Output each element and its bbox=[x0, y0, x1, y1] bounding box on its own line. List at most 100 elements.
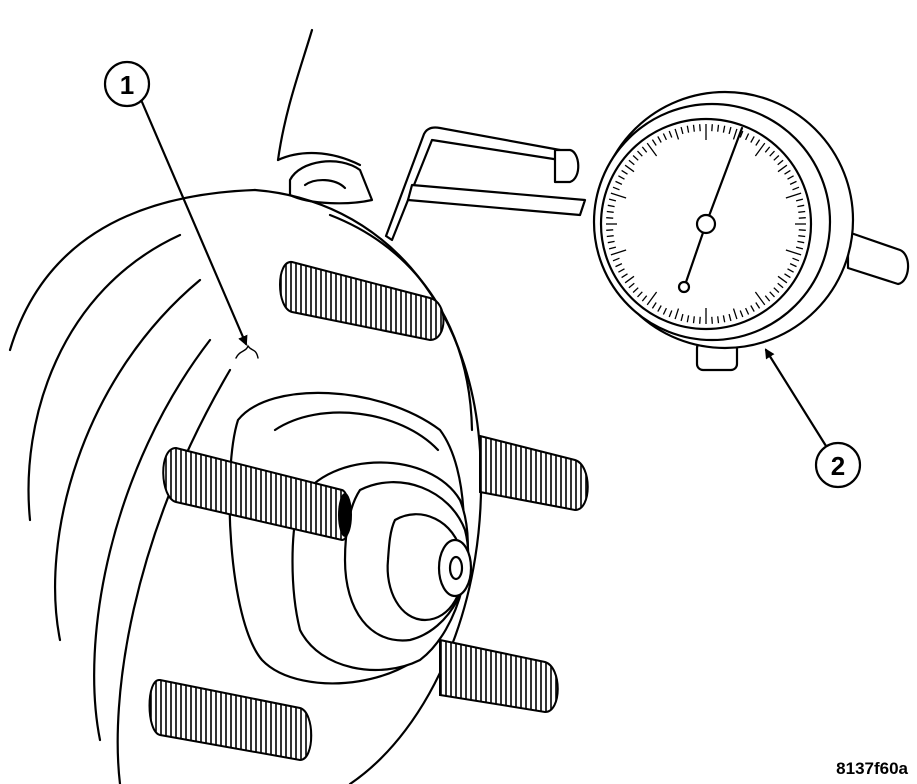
dial-tick bbox=[641, 146, 648, 153]
dial-tick bbox=[618, 268, 625, 273]
dial-tick bbox=[777, 282, 784, 289]
steering-knuckle bbox=[276, 28, 374, 205]
dial-tick bbox=[722, 125, 726, 133]
dial-tick bbox=[674, 308, 680, 320]
dial-tick bbox=[692, 316, 695, 324]
dial-tick bbox=[722, 315, 726, 323]
dial-tick bbox=[787, 268, 794, 273]
dial-tick bbox=[797, 240, 805, 244]
dial-tick bbox=[732, 128, 738, 140]
dial-tick bbox=[624, 275, 635, 284]
dial-tick bbox=[668, 130, 673, 138]
dial-tick bbox=[789, 180, 797, 185]
dial-tick bbox=[777, 159, 784, 166]
dial-tick bbox=[615, 263, 623, 268]
dial-tick bbox=[686, 315, 690, 323]
dial-tick bbox=[717, 124, 720, 132]
wheel-stud bbox=[439, 638, 559, 714]
dial-tick bbox=[792, 186, 800, 191]
dial-tick bbox=[610, 249, 627, 256]
dial-tick bbox=[798, 217, 806, 219]
dial-tick bbox=[769, 291, 775, 298]
dial-tick bbox=[646, 291, 658, 306]
dial-tick bbox=[750, 305, 755, 312]
dial-tick bbox=[777, 164, 788, 173]
dial-tick bbox=[764, 146, 771, 153]
dial-tick bbox=[699, 316, 701, 324]
dial-tick bbox=[608, 198, 617, 202]
dial-tick bbox=[615, 180, 623, 185]
dial-tick bbox=[784, 169, 791, 175]
dial-tick bbox=[798, 229, 806, 231]
dial-tick bbox=[606, 210, 614, 213]
dial-indicator bbox=[592, 90, 910, 372]
dial-scale-ticks bbox=[606, 124, 806, 324]
dial-tick bbox=[755, 139, 761, 146]
dial-tick bbox=[637, 291, 643, 298]
dial-tick bbox=[769, 150, 775, 157]
dial-tick bbox=[628, 159, 635, 166]
dial-tick bbox=[641, 295, 648, 302]
wheel-stud bbox=[279, 261, 445, 342]
dial-tick bbox=[711, 316, 713, 324]
dial-tick bbox=[607, 240, 615, 244]
dial-tick bbox=[795, 198, 804, 202]
dial-tick bbox=[606, 235, 614, 238]
dial-tick bbox=[632, 287, 639, 293]
dial-tick bbox=[618, 175, 625, 180]
dial-tick bbox=[739, 130, 744, 138]
wheel-stud bbox=[479, 434, 589, 512]
dial-tick bbox=[608, 246, 617, 250]
dial-tick bbox=[754, 142, 766, 157]
callout-1-label: 1 bbox=[120, 70, 134, 100]
dial-tick bbox=[657, 136, 662, 143]
callout-1: 1 bbox=[103, 60, 248, 346]
dial-tick bbox=[699, 124, 701, 132]
dial-tick bbox=[646, 142, 658, 157]
dial-tick bbox=[628, 282, 635, 289]
dial-tick bbox=[745, 307, 750, 315]
dial-tick bbox=[739, 310, 744, 318]
dial-tick bbox=[674, 128, 680, 140]
dial-tick bbox=[797, 204, 805, 208]
dial-tick bbox=[680, 126, 684, 135]
wheel-stud bbox=[148, 679, 313, 762]
dial-tick bbox=[717, 316, 720, 324]
dial-tick bbox=[692, 124, 695, 132]
dial-tick bbox=[732, 308, 738, 320]
dial-tick bbox=[785, 192, 802, 199]
dial-tick bbox=[773, 287, 780, 293]
dial-tick bbox=[607, 204, 615, 208]
dial-tick bbox=[789, 263, 797, 268]
wheel-stud bbox=[162, 446, 352, 542]
dial-tick bbox=[754, 291, 766, 306]
dial-tick bbox=[606, 217, 614, 219]
dial-tick bbox=[773, 155, 780, 161]
dial-tick bbox=[750, 136, 755, 143]
dial-tick bbox=[680, 313, 684, 322]
dial-tick bbox=[711, 124, 713, 132]
dial-tick bbox=[755, 302, 761, 309]
dial-tick bbox=[637, 150, 643, 157]
dial-tick bbox=[621, 273, 628, 279]
dial-indicator-arm bbox=[384, 126, 587, 242]
dial-tick bbox=[798, 235, 806, 238]
dial-tick bbox=[621, 169, 628, 175]
dial-tick bbox=[792, 257, 800, 262]
dial-tick bbox=[798, 210, 806, 213]
dial-tick bbox=[612, 257, 620, 262]
dial-tick bbox=[785, 249, 802, 256]
hub-assembly bbox=[228, 391, 473, 685]
dial-tick bbox=[657, 305, 662, 312]
figure-reference: 8137f60a bbox=[836, 759, 908, 778]
dial-tick bbox=[668, 310, 673, 318]
dial-tick bbox=[784, 273, 791, 279]
dial-tick bbox=[612, 186, 620, 191]
dial-tick bbox=[787, 175, 794, 180]
dial-tick bbox=[610, 192, 627, 199]
dial-tick bbox=[651, 139, 657, 146]
dial-tick bbox=[651, 302, 657, 309]
dial-tick bbox=[624, 164, 635, 173]
dial-tick bbox=[686, 125, 690, 133]
